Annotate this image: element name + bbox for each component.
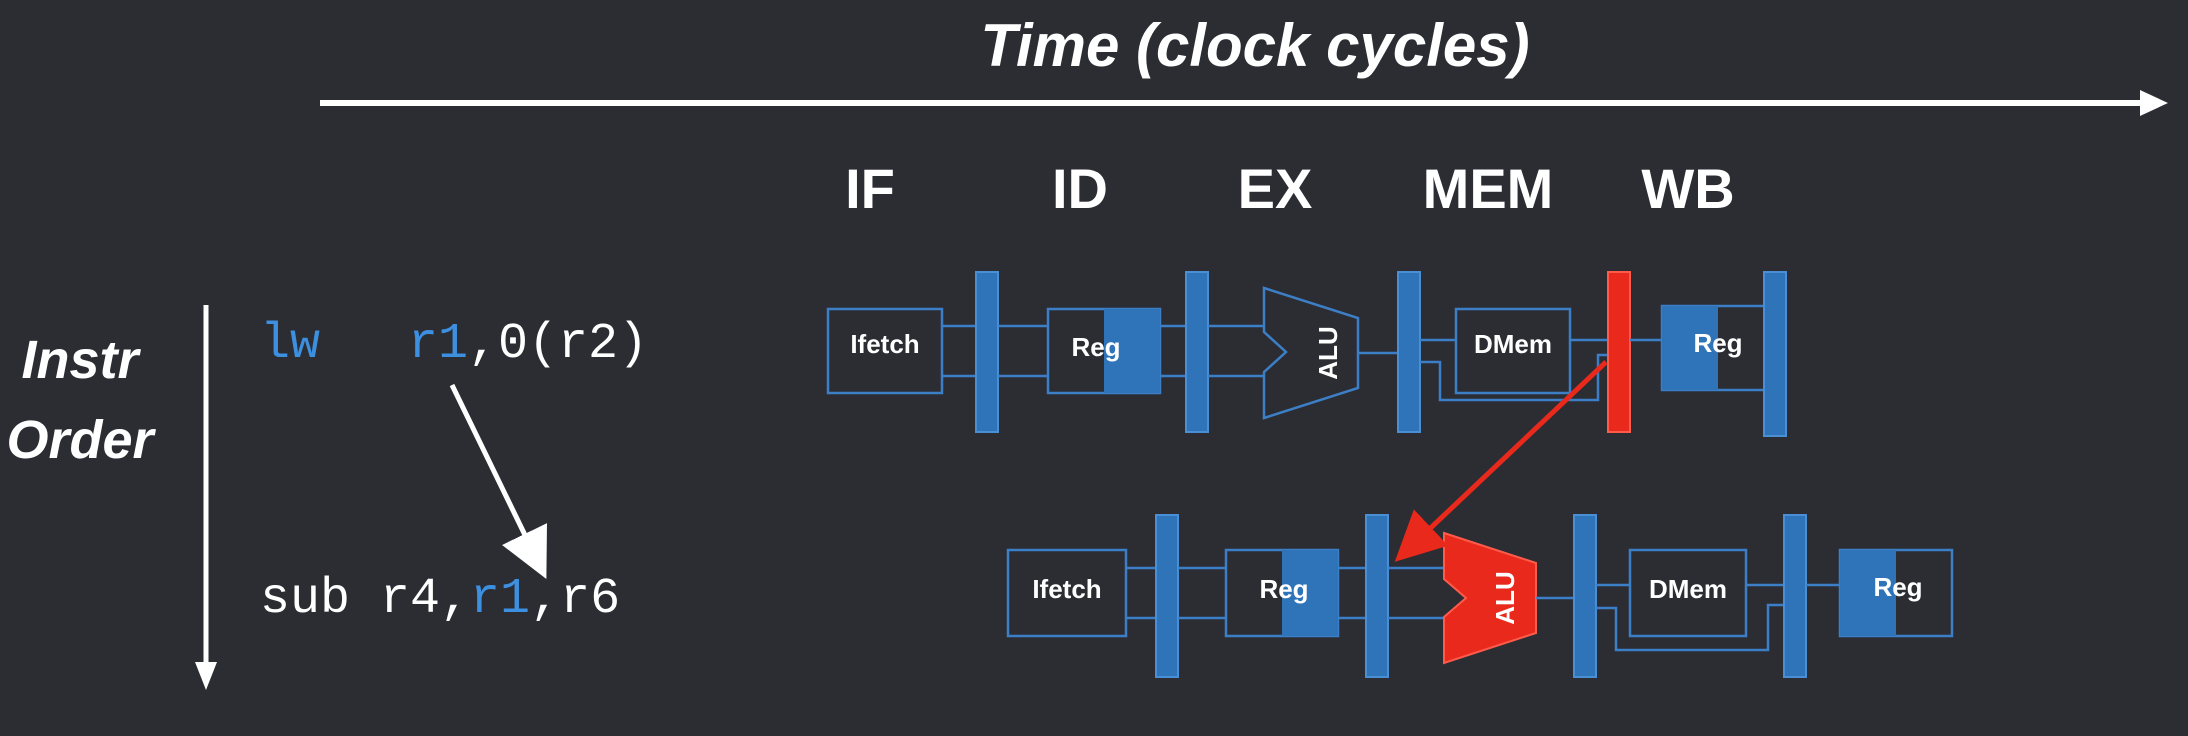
stage-label-wb: WB — [1641, 157, 1734, 220]
alu-block — [1262, 286, 1360, 420]
instr-order-label-line1: Instr — [21, 330, 141, 390]
alu-block-label: ALU — [1490, 571, 1520, 624]
instruction-sub: sub r4,r1,r6 — [260, 571, 620, 628]
pipeline-register-ex-mem — [1573, 514, 1597, 678]
pipeline-register-id-ex — [1185, 271, 1209, 433]
instruction-lw: lw r1,0(r2) — [260, 316, 648, 373]
reg-write-block-label: Reg — [1693, 328, 1742, 358]
instruction-sub-opcode: sub — [260, 571, 350, 628]
dmem-block — [1628, 548, 1748, 638]
wire — [1596, 603, 1784, 652]
instruction-sub-source-operand: ,r6 — [530, 571, 620, 628]
wire — [1420, 353, 1612, 402]
dmem-block-label: DMem — [1649, 574, 1727, 604]
alu-block-hazard — [1443, 531, 1537, 665]
reg-read-block-fill — [1104, 309, 1160, 393]
pipeline-row-sub: Ifetch Reg ALU DMem Reg — [1006, 514, 1954, 678]
alu-block-label: ALU — [1313, 326, 1343, 379]
reg-read-block-label: Reg — [1259, 574, 1308, 604]
instr-order-label-line2: Order — [6, 410, 156, 470]
time-axis-title: Time (clock cycles) — [980, 12, 1529, 79]
reg-read-block-label: Reg — [1071, 332, 1120, 362]
pipeline-register-mem-wb-hazard — [1607, 271, 1631, 433]
stage-label-ex: EX — [1238, 157, 1313, 220]
stage-label-id: ID — [1052, 157, 1108, 220]
pipeline-register-ex-mem — [1397, 271, 1421, 433]
stage-label-if: IF — [845, 157, 895, 220]
instr-order-arrowhead-icon — [195, 662, 217, 690]
pipeline-register-if-id — [1155, 514, 1179, 678]
reg-write-block-label: Reg — [1873, 572, 1922, 602]
forwarding-arrow — [1394, 360, 1608, 562]
reg-read-block-fill — [1282, 550, 1338, 636]
pipeline-register-mem-wb — [1783, 514, 1807, 678]
pipeline-row-lw: Ifetch Reg ALU DMem Reg — [826, 271, 1787, 437]
pipeline-register-id-ex — [1365, 514, 1389, 678]
stage-label-mem: MEM — [1423, 157, 1554, 220]
ifetch-block-label: Ifetch — [850, 329, 919, 359]
dependency-arrow — [449, 383, 547, 579]
reg-write-block-fill — [1840, 550, 1896, 636]
dmem-block — [1454, 307, 1572, 395]
pipeline-register-wb — [1763, 271, 1787, 437]
instruction-lw-opcode: lw — [260, 316, 320, 373]
dmem-block-label: DMem — [1474, 329, 1552, 359]
time-axis-arrowhead-icon — [2140, 90, 2168, 116]
reg-write-block-fill — [1662, 306, 1718, 390]
pipeline-register-if-id — [975, 271, 999, 433]
instruction-sub-hazard-register: r1 — [470, 571, 530, 628]
instruction-lw-dest-register: r1 — [408, 316, 468, 373]
ifetch-block — [826, 307, 944, 395]
instruction-sub-dest-operand: r4, — [350, 571, 470, 628]
instruction-lw-source-operand: ,0(r2) — [468, 316, 648, 373]
ifetch-block — [1006, 548, 1128, 638]
ifetch-block-label: Ifetch — [1032, 574, 1101, 604]
